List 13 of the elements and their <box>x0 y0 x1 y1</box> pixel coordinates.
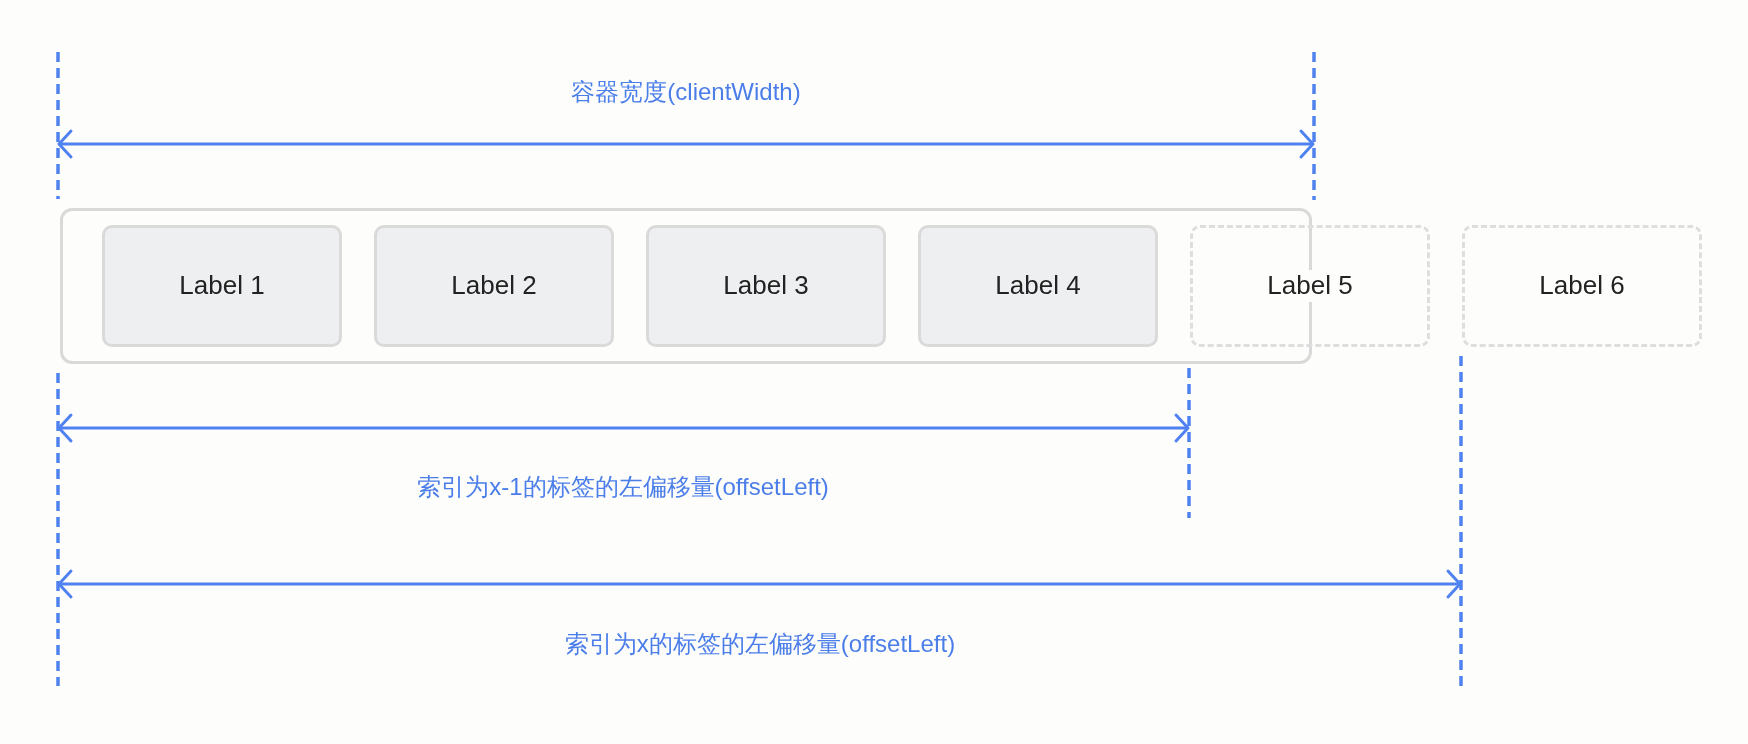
label-box <box>1190 225 1430 347</box>
label-box <box>374 225 614 347</box>
label-box <box>646 225 886 347</box>
label-text: Label 4 <box>994 270 1082 302</box>
label-text: Label 3 <box>722 270 810 302</box>
label-box <box>102 225 342 347</box>
dimension-label: 容器宽度(clientWidth) <box>571 77 801 107</box>
dimension-label: 索引为x-1的标签的左偏移量(offsetLeft) <box>417 472 829 502</box>
label-box <box>918 225 1158 347</box>
label-text: Label 2 <box>450 270 538 302</box>
label-text: Label 1 <box>178 270 266 302</box>
label-box <box>1462 225 1702 347</box>
dimension-label: 索引为x的标签的左偏移量(offsetLeft) <box>564 629 956 659</box>
